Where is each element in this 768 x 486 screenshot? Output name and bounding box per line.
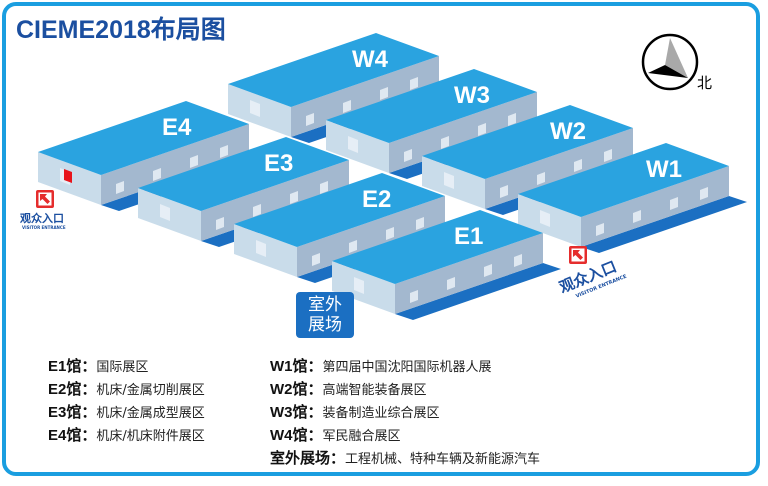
hall-label-E3: E3 bbox=[264, 150, 293, 177]
hall-E2[interactable]: E2 bbox=[234, 173, 463, 283]
legend-row: W4馆：军民融合展区 bbox=[270, 424, 540, 447]
hall-label-E4: E4 bbox=[162, 114, 192, 141]
hall-W1[interactable]: W1 bbox=[518, 143, 747, 253]
visitor-entrance-west[interactable] bbox=[36, 190, 54, 208]
entrance-arrow-icon bbox=[571, 248, 585, 262]
page-title: CIEME2018布局图 bbox=[16, 16, 226, 44]
outdoor-exhibition-badge[interactable]: 室外 展场 bbox=[296, 292, 354, 338]
legend-value: 军民融合展区 bbox=[322, 429, 401, 444]
legend-value: 工程机械、特种车辆及新能源汽车 bbox=[345, 452, 541, 467]
legend-key: E1馆： bbox=[48, 358, 97, 375]
legend-key: E4馆： bbox=[48, 427, 97, 444]
legend-row: W1馆：第四届中国沈阳国际机器人展 bbox=[270, 355, 540, 378]
entrance-door-marker bbox=[64, 169, 72, 183]
hall-label-E1: E1 bbox=[454, 223, 483, 250]
legend-key: W4馆： bbox=[270, 427, 323, 444]
entrance-arrow-icon bbox=[38, 192, 52, 206]
legend-row: 室外展场：工程机械、特种车辆及新能源汽车 bbox=[270, 447, 540, 470]
legend-key: W2馆： bbox=[270, 381, 323, 398]
legend-key: E2馆： bbox=[48, 381, 97, 398]
north-label: 北 bbox=[697, 74, 713, 92]
legend-key: E3馆： bbox=[48, 404, 97, 421]
hall-label-W1: W1 bbox=[646, 156, 682, 183]
hall-E4[interactable]: E4 bbox=[38, 101, 267, 211]
hall-E1[interactable]: E1 bbox=[332, 210, 561, 320]
legend-value: 机床/金属切削展区 bbox=[96, 383, 205, 398]
legend-row: E4馆：机床/机床附件展区 bbox=[48, 424, 205, 447]
badge-line-1: 室外 bbox=[308, 295, 342, 315]
legend-value: 高端智能装备展区 bbox=[322, 383, 427, 398]
visitor-entrance-east[interactable] bbox=[569, 246, 587, 264]
legend-value: 机床/机床附件展区 bbox=[96, 429, 205, 444]
legend-value: 第四届中国沈阳国际机器人展 bbox=[322, 360, 492, 375]
hall-W4[interactable]: W4 bbox=[228, 33, 457, 143]
hall-W3[interactable]: W3 bbox=[326, 69, 555, 179]
hall-label-E2: E2 bbox=[362, 186, 391, 213]
compass-north-icon bbox=[641, 33, 699, 91]
legend-row: E2馆：机床/金属切削展区 bbox=[48, 378, 205, 401]
legend-row: W3馆：装备制造业综合展区 bbox=[270, 401, 540, 424]
entrance-label-west: 观众入口 bbox=[20, 212, 64, 225]
hall-label-W3: W3 bbox=[454, 82, 490, 109]
hall-label-W4: W4 bbox=[352, 46, 389, 73]
legend-east-halls: E1馆：国际展区 E2馆：机床/金属切削展区 E3馆：机床/金属成型展区 E4馆… bbox=[48, 355, 205, 447]
badge-line-2: 展场 bbox=[308, 315, 342, 335]
legend-key: W3馆： bbox=[270, 404, 323, 421]
legend-key: W1馆： bbox=[270, 358, 323, 375]
hall-E3[interactable]: E3 bbox=[138, 137, 367, 247]
legend-value: 机床/金属成型展区 bbox=[96, 406, 205, 421]
legend-row: W2馆：高端智能装备展区 bbox=[270, 378, 540, 401]
hall-W2[interactable]: W2 bbox=[422, 105, 651, 215]
legend-west-halls: W1馆：第四届中国沈阳国际机器人展 W2馆：高端智能装备展区 W3馆：装备制造业… bbox=[270, 355, 540, 470]
legend-row: E3馆：机床/金属成型展区 bbox=[48, 401, 205, 424]
entrance-sublabel-west: VISITOR ENTRANCE bbox=[22, 225, 66, 230]
legend-key: 室外展场： bbox=[270, 450, 346, 467]
legend-value: 装备制造业综合展区 bbox=[322, 406, 440, 421]
hall-label-W2: W2 bbox=[550, 118, 586, 145]
legend-row: E1馆：国际展区 bbox=[48, 355, 205, 378]
legend-value: 国际展区 bbox=[96, 360, 149, 375]
